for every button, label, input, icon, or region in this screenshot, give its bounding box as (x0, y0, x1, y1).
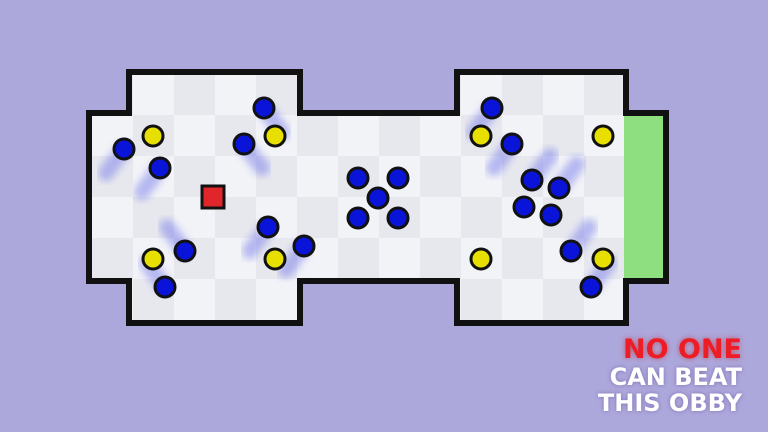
enemy-ball (386, 166, 410, 190)
coin[interactable] (141, 124, 165, 148)
enemy-ball (579, 275, 603, 299)
enemy-ball (346, 166, 370, 190)
coin[interactable] (469, 124, 493, 148)
enemy-ball (500, 132, 524, 156)
enemy-ball (256, 215, 280, 239)
enemy-ball (153, 275, 177, 299)
enemy-ball (547, 176, 571, 200)
caption-line-1: NO ONE (623, 334, 742, 365)
coins-layer (141, 124, 615, 271)
enemy-ball (386, 206, 410, 230)
coin[interactable] (263, 247, 287, 271)
enemies-layer (112, 96, 603, 299)
enemy-ball (480, 96, 504, 120)
enemy-ball (539, 203, 563, 227)
coin[interactable] (591, 124, 615, 148)
enemy-ball (512, 195, 536, 219)
enemy-ball (252, 96, 276, 120)
enemy-ball (148, 156, 172, 180)
coin[interactable] (591, 247, 615, 271)
enemy-ball (112, 137, 136, 161)
enemy-ball (173, 239, 197, 263)
video-caption: NO ONE CAN BEAT THIS OBBY (597, 334, 742, 417)
player-square[interactable] (200, 184, 226, 210)
coin[interactable] (469, 247, 493, 271)
caption-line-2: CAN BEAT (609, 363, 742, 391)
coin[interactable] (141, 247, 165, 271)
enemy-ball (520, 168, 544, 192)
enemy-ball (292, 234, 316, 258)
enemy-ball (366, 186, 390, 210)
goal-zone (624, 115, 664, 279)
coin[interactable] (263, 124, 287, 148)
enemy-ball (346, 206, 370, 230)
enemy-ball (559, 239, 583, 263)
enemy-ball (232, 132, 256, 156)
level-walls (86, 69, 669, 326)
caption-line-3: THIS OBBY (597, 389, 742, 417)
